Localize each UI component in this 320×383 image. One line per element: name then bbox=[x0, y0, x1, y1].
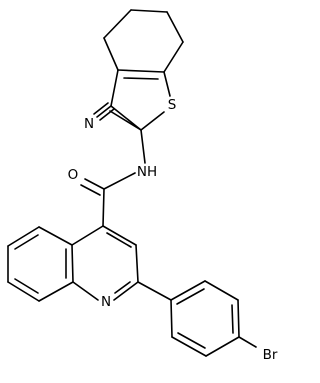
bond bbox=[114, 281, 131, 294]
bond bbox=[103, 172, 136, 190]
bond bbox=[103, 9, 132, 39]
bond bbox=[135, 244, 139, 283]
bond bbox=[38, 281, 74, 302]
bond bbox=[102, 225, 137, 246]
bond bbox=[71, 244, 74, 283]
bond bbox=[166, 11, 184, 43]
bond bbox=[176, 288, 205, 305]
bond bbox=[170, 280, 206, 301]
sulfur-atom-label: S bbox=[168, 97, 177, 113]
bond bbox=[117, 69, 165, 73]
bond bbox=[130, 9, 168, 13]
bond bbox=[171, 336, 207, 357]
bond bbox=[123, 77, 159, 80]
bond bbox=[113, 281, 139, 301]
bond bbox=[103, 37, 119, 71]
bond bbox=[140, 111, 165, 131]
bond bbox=[14, 234, 39, 250]
amide-nh-label: NH bbox=[137, 164, 157, 180]
bond bbox=[137, 281, 172, 301]
bromine-atom-label: Br bbox=[263, 347, 278, 363]
bond bbox=[237, 299, 240, 338]
nitrile-nitrogen-label: N bbox=[84, 116, 94, 132]
bond bbox=[96, 105, 112, 118]
atom-labels: S N NH O N Br bbox=[68, 97, 278, 363]
quinoline-nitrogen-label: N bbox=[101, 294, 111, 310]
bond bbox=[163, 41, 184, 73]
bonds bbox=[7, 9, 257, 357]
bond bbox=[72, 281, 99, 301]
structure-canvas: S N NH O N Br bbox=[7, 9, 278, 363]
bond bbox=[71, 225, 104, 246]
bond bbox=[205, 336, 240, 357]
bond bbox=[38, 226, 73, 246]
carbonyl-oxygen-label: O bbox=[68, 167, 79, 183]
bond bbox=[7, 226, 40, 247]
bond bbox=[102, 188, 105, 227]
bond bbox=[238, 336, 257, 348]
bond bbox=[140, 129, 146, 164]
bond bbox=[80, 184, 101, 196]
bond bbox=[106, 232, 132, 248]
bond bbox=[170, 299, 173, 338]
bond bbox=[204, 280, 239, 301]
bond bbox=[163, 71, 171, 97]
bond bbox=[84, 178, 105, 190]
bond bbox=[109, 110, 142, 131]
bond bbox=[110, 69, 119, 107]
bond bbox=[14, 278, 39, 294]
bond bbox=[177, 332, 206, 349]
bond bbox=[7, 281, 40, 302]
bond bbox=[231, 304, 234, 334]
bond bbox=[99, 108, 115, 121]
molecule-structure: S N NH O N Br bbox=[7, 9, 278, 363]
bond bbox=[93, 102, 109, 115]
